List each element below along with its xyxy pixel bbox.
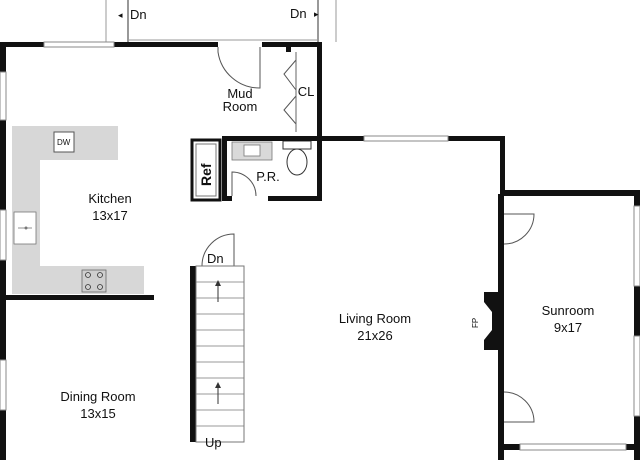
fireplace [484, 292, 498, 350]
top-dn-left-label: Dn [130, 7, 147, 22]
dining-room-dimensions: 13x15 [80, 406, 115, 421]
kitchen-dimensions: 13x17 [92, 208, 127, 223]
living-room-label: Living Room [339, 311, 411, 326]
stair-up-arrow-icon [215, 382, 221, 388]
closet-doors [283, 52, 297, 132]
arrow-right-icon: ▸ [314, 9, 319, 19]
sink [13, 211, 37, 245]
powder-room-fixtures [231, 140, 312, 176]
stairs-dn-label: Dn [207, 251, 224, 266]
window [43, 41, 115, 48]
top-dn-right-label: Dn [290, 6, 307, 21]
fireplace-label: FP [471, 318, 480, 328]
kitchen-label: Kitchen [88, 191, 131, 206]
cooktop [81, 269, 107, 293]
sunroom-door-bottom [503, 391, 535, 423]
window [633, 205, 640, 287]
mud-room-door [217, 47, 261, 89]
dishwasher [53, 131, 75, 153]
powder-room-door [231, 171, 257, 197]
living-room-dimensions: 21x26 [357, 328, 392, 343]
window [519, 443, 627, 451]
kitchen-counters: DW [12, 126, 144, 294]
window [0, 359, 7, 411]
windows [0, 41, 640, 451]
room-labels: Mud Room CL Kitchen 13x17 P.R. Living Ro… [60, 84, 594, 421]
stair-door-swing [201, 233, 235, 267]
window [363, 135, 449, 142]
staircase: Dn Up [190, 233, 245, 450]
doors [217, 42, 535, 423]
window [633, 335, 640, 417]
powder-room-label: P.R. [256, 169, 280, 184]
dishwasher-label: DW [57, 138, 71, 147]
refrigerator-label: Ref [198, 163, 214, 186]
toilet-tank [282, 140, 312, 150]
sunroom-dimensions: 9x17 [554, 320, 582, 335]
window [0, 71, 7, 121]
toilet-bowl [286, 148, 308, 176]
dining-room-label: Dining Room [60, 389, 135, 404]
mud-room-label: Mud [227, 86, 252, 101]
top-stair-area: ◂ Dn Dn ▸ [105, 0, 337, 42]
window [0, 209, 7, 261]
sunroom-door-top [503, 213, 535, 245]
sunroom-label: Sunroom [542, 303, 595, 318]
mud-room-label-line2: Room [223, 99, 258, 114]
stair-up-arrow-icon [215, 280, 221, 286]
closet-label: CL [298, 84, 315, 99]
stairs-up-label: Up [205, 435, 222, 450]
arrow-left-icon: ◂ [118, 10, 123, 20]
refrigerator: Ref [190, 138, 222, 202]
